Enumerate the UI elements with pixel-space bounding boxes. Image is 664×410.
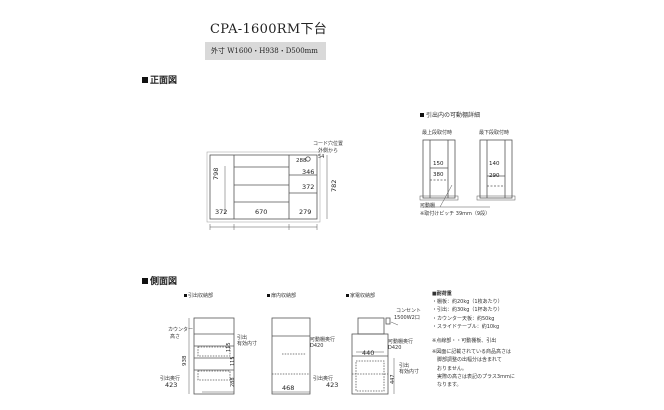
shelf-depth-value-2: D420 xyxy=(388,345,402,351)
dim-372-bottom: 372 xyxy=(215,208,228,216)
col-drawer-storage: 引出収納部 xyxy=(184,292,213,299)
square-bullet-icon xyxy=(142,77,148,83)
shelf-pitch-note: ※取付けピッチ 39mm（9段） xyxy=(420,211,491,217)
page-title: CPA-1600RM下台 xyxy=(210,22,328,37)
load-item: ・スライドテーブル：約10kg xyxy=(432,323,500,330)
shelf-detail-heading-text: 引出内の可動棚詳細 xyxy=(426,112,481,119)
movable-shelf-label: 可動棚 xyxy=(420,203,436,209)
outlet-label: コンセント xyxy=(396,308,422,314)
cord-hole-label: コード穴位置 xyxy=(313,141,344,147)
load-item: ・カウンター天板：約50kg xyxy=(432,315,495,322)
front-view-heading-text: 正面図 xyxy=(150,76,178,86)
front-cabinet-outline xyxy=(209,154,318,220)
side-dim-423b: 423 xyxy=(326,381,339,389)
dim-798: 798 xyxy=(212,167,220,180)
square-bullet-icon xyxy=(346,294,349,297)
side-view-heading: 側面図 xyxy=(142,274,177,287)
square-bullet-icon xyxy=(267,294,270,297)
detail-dim-290: 290 xyxy=(489,173,500,179)
side-view-heading-text: 側面図 xyxy=(150,277,178,287)
inner-label-2: 有効内寸 xyxy=(399,369,420,375)
col-appliance-storage-text: 家電収納部 xyxy=(350,293,376,299)
drawer-inner-label-2: 有効内寸 xyxy=(237,341,258,347)
legend-note: ※点線部・・可動棚板、引出 xyxy=(432,338,497,345)
height-note: なります。 xyxy=(432,382,462,389)
shelf-depth-value: D420 xyxy=(310,343,324,349)
square-bullet-icon xyxy=(142,278,148,284)
height-note: ※図面に記載されている商品高さは xyxy=(432,349,512,356)
col-door-storage: 扉内収納部 xyxy=(267,292,296,299)
load-capacity-block: ■耐荷重 ・棚板：約20kg（1枚あたり） ・引出：約30kg（1杯あたり） ・… xyxy=(432,290,515,389)
counter-label-2: 高さ xyxy=(170,334,181,340)
drawer-depth-label: 引出奥行 xyxy=(160,376,181,382)
side-dim-288: 288 xyxy=(230,377,236,387)
load-item: ・棚板：約20kg（1枚あたり） xyxy=(432,299,503,306)
shelf-detail-heading: 引出内の可動棚詳細 xyxy=(420,110,480,119)
load-heading: ■耐荷重 xyxy=(432,291,452,297)
spec-box: 外寸 W1600・H938・D500mm xyxy=(205,42,326,60)
detail-dim-380: 380 xyxy=(433,172,444,178)
side-dim-423: 423 xyxy=(165,381,178,389)
detail-dim-140: 140 xyxy=(489,161,500,167)
dim-279: 279 xyxy=(299,208,312,216)
side-dim-440: 440 xyxy=(362,349,375,357)
drawer-inner-label: 引出 xyxy=(237,335,248,341)
load-item: ・引出：約30kg（1杯あたり） xyxy=(432,307,503,314)
col-door-storage-text: 扉内収納部 xyxy=(271,293,297,299)
outlet-rating: 1500W2口 xyxy=(394,315,420,321)
dim-372-right: 372 xyxy=(302,183,315,191)
inner-label: 引出 xyxy=(399,363,410,369)
square-bullet-icon xyxy=(184,294,187,297)
detail-left-outline xyxy=(422,139,456,199)
height-note: おりません。 xyxy=(432,365,467,372)
cord-hole-label-2: 外側から xyxy=(318,148,339,154)
side-view-drawer-outline xyxy=(193,317,235,395)
side-dim-938: 938 xyxy=(182,355,188,367)
height-note: 脚部調整の出幅分は含まれて xyxy=(432,357,502,364)
shelf-depth-label-2: 可動棚奥行 xyxy=(388,339,414,345)
dim-670: 670 xyxy=(255,208,268,216)
col-drawer-storage-text: 引出収納部 xyxy=(188,293,214,299)
side-view-door-outline xyxy=(271,317,311,395)
detail-top-label: 最上段取付時 xyxy=(422,130,453,136)
height-note: 実際の高さは表記のプラス3mmに xyxy=(432,373,515,380)
detail-bottom-label: 最下段取付時 xyxy=(479,130,510,136)
dim-782: 782 xyxy=(330,179,338,192)
dim-288: 288 xyxy=(296,158,307,164)
side-dim-115: 115 xyxy=(226,342,232,352)
counter-label: カウンター xyxy=(168,327,194,333)
side-dim-115b: 115 xyxy=(230,356,236,366)
side-view-appliance-outline xyxy=(351,333,389,395)
side-dim-468: 468 xyxy=(282,384,295,392)
drawer-depth-label-2: 引出奥行 xyxy=(313,376,334,382)
square-bullet-icon xyxy=(420,113,424,117)
detail-dim-150: 150 xyxy=(433,161,444,167)
cord-hole-label-3: 54 xyxy=(318,154,325,160)
detail-right-outline xyxy=(479,139,513,199)
shelf-depth-label: 可動棚奥行 xyxy=(310,337,336,343)
cord-hole xyxy=(305,156,311,162)
dim-346: 346 xyxy=(302,168,315,176)
col-appliance-storage: 家電収納部 xyxy=(346,292,375,299)
side-dim-447: 447 xyxy=(390,374,396,384)
front-view-heading: 正面図 xyxy=(142,73,177,86)
